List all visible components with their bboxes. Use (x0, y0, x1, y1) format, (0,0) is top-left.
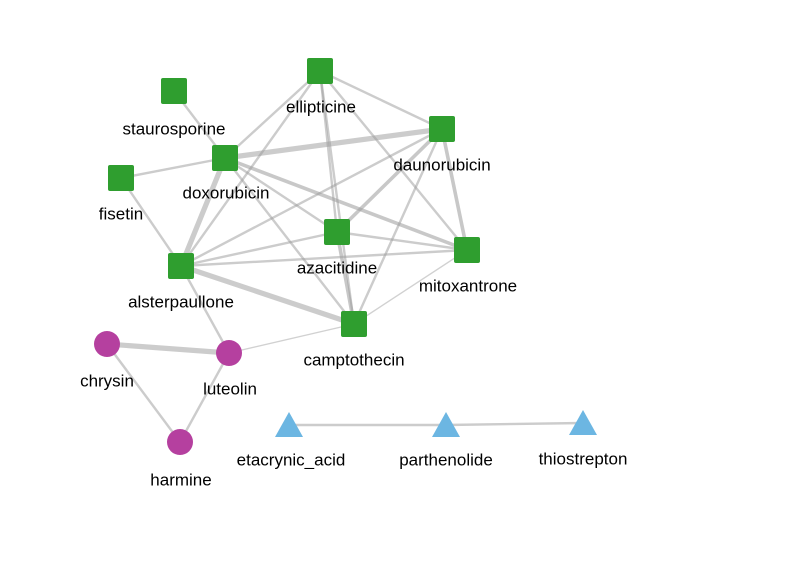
node-label-daunorubicin: daunorubicin (393, 155, 490, 174)
node-camptothecin[interactable] (341, 311, 367, 337)
edge-camptothecin-luteolin (228, 323, 355, 354)
node-label-luteolin: luteolin (203, 379, 257, 398)
node-luteolin[interactable] (216, 340, 242, 366)
node-label-doxorubicin: doxorubicin (183, 183, 270, 202)
node-staurosporine[interactable] (161, 78, 187, 104)
edge-daunorubicin-mitoxantrone (440, 127, 469, 252)
edge-mitoxantrone-camptothecin (353, 249, 468, 325)
node-parthenolide[interactable] (432, 412, 460, 437)
node-label-staurosporine: staurosporine (122, 119, 225, 138)
edge-azacitidine-mitoxantrone (335, 230, 469, 252)
edge-luteolin-harmine (178, 351, 231, 444)
node-alsterpaullone[interactable] (168, 253, 194, 279)
node-label-fisetin: fisetin (99, 204, 143, 223)
edge-doxorubicin-camptothecin (223, 156, 356, 326)
labels-layer: ellipticine staurosporine daunorubicin doxo… (80, 97, 627, 489)
node-mitoxantrone[interactable] (454, 237, 480, 263)
edge-daunorubicin-azacitidine (335, 127, 444, 234)
node-label-harmine: harmine (150, 470, 211, 489)
node-label-parthenolide: parthenolide (399, 450, 493, 469)
nodes-layer (94, 58, 597, 455)
edge-alsterpaullone-azacitidine (179, 230, 339, 268)
edge-alsterpaullone-mitoxantrone (179, 248, 469, 268)
edge-chrysin-harmine (105, 342, 182, 444)
node-chrysin[interactable] (94, 331, 120, 357)
node-label-chrysin: chrysin (80, 371, 134, 390)
edge-ellipticine-mitoxantrone (318, 69, 469, 252)
edge-ellipticine-doxorubicin (223, 69, 322, 160)
edge-alsterpaullone-camptothecin (178, 263, 357, 327)
edge-doxorubicin-azacitidine (223, 156, 339, 234)
edge-daunorubicin-alsterpaullone (179, 127, 444, 268)
edge-daunorubicin-doxorubicin (222, 126, 445, 161)
edge-fisetin-alsterpaullone (119, 176, 183, 268)
node-ellipticine[interactable] (307, 58, 333, 84)
node-label-etacrynic_acid: etacrynic_acid (237, 450, 346, 469)
edge-ellipticine-camptothecin (318, 69, 356, 326)
node-label-azacitidine: azacitidine (297, 258, 377, 277)
edge-doxorubicin-alsterpaullone (178, 155, 228, 269)
node-label-mitoxantrone: mitoxantrone (419, 276, 517, 295)
node-label-thiostrepton: thiostrepton (539, 449, 628, 468)
node-label-camptothecin: camptothecin (303, 350, 404, 369)
node-harmine[interactable] (167, 429, 193, 455)
node-label-alsterpaullone: alsterpaullone (128, 292, 234, 311)
edge-azacitidine-camptothecin (335, 230, 356, 326)
edge-doxorubicin-fisetin (119, 156, 227, 180)
node-doxorubicin[interactable] (212, 145, 238, 171)
edge-parthenolide-thiostrepton (444, 421, 585, 427)
edge-ellipticine-daunorubicin (318, 69, 444, 131)
edge-chrysin-luteolin (104, 341, 232, 356)
edge-alsterpaullone-luteolin (179, 264, 231, 355)
node-daunorubicin[interactable] (429, 116, 455, 142)
node-fisetin[interactable] (108, 165, 134, 191)
node-label-ellipticine: ellipticine (286, 97, 356, 116)
node-azacitidine[interactable] (324, 219, 350, 245)
edge-daunorubicin-camptothecin (352, 127, 444, 326)
node-thiostrepton[interactable] (569, 410, 597, 435)
node-etacrynic_acid[interactable] (275, 412, 303, 437)
edge-doxorubicin-mitoxantrone (223, 156, 469, 252)
